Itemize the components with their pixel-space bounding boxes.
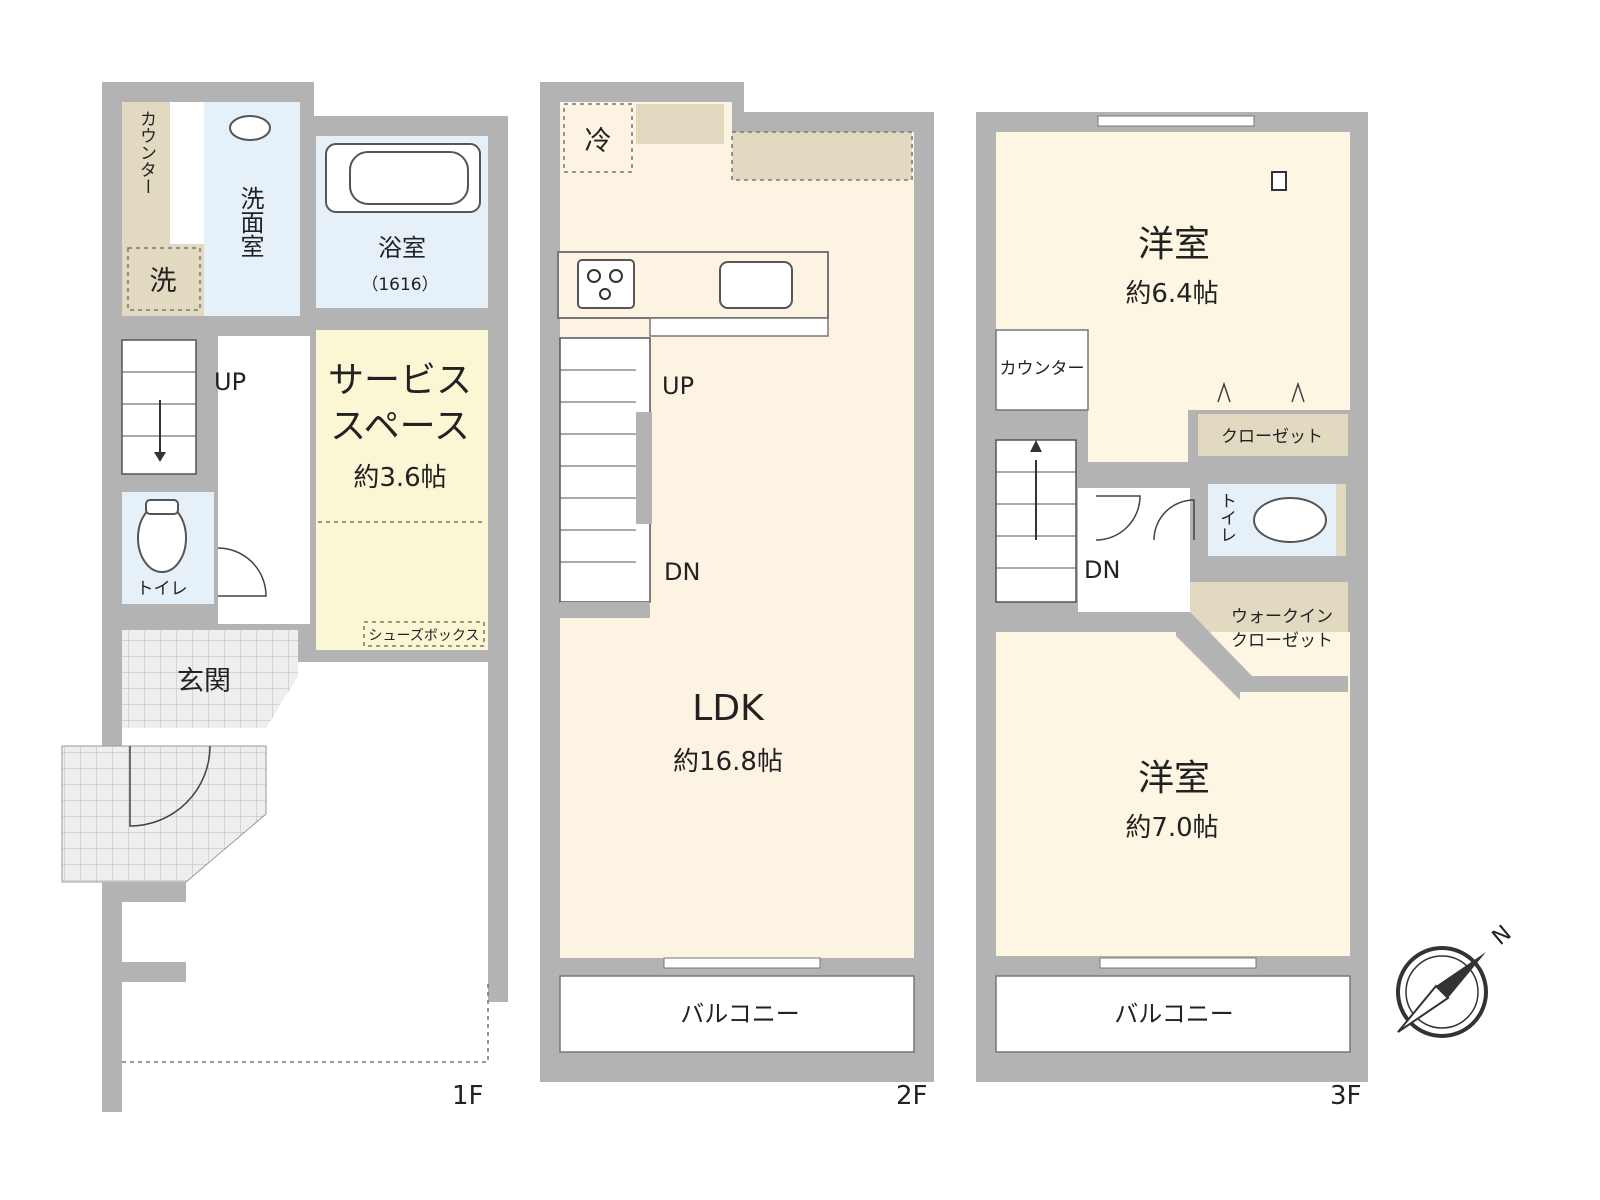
toilet-icon-3f: [1253, 497, 1327, 543]
ldk-label: LDK: [692, 688, 765, 729]
balcony-label-2f: バルコニー: [680, 1000, 800, 1028]
floor-2f: [540, 82, 934, 1082]
hall-1f: [218, 336, 310, 624]
walkin-label-2: クローゼット: [1231, 631, 1333, 651]
service-space: [316, 330, 488, 650]
kitchen-counter-back: [636, 104, 724, 144]
washer-space: [122, 244, 204, 316]
floor-label-3f: 3F: [1330, 1081, 1362, 1111]
bath-label: 浴室: [378, 234, 426, 262]
floor-label-2f: 2F: [896, 1081, 928, 1111]
north-arrow-icon: [1436, 952, 1486, 998]
washroom-label: 洗面室: [236, 186, 264, 258]
dn-label-3f: DN: [1084, 556, 1120, 584]
balcony-2f: [559, 975, 915, 1053]
western2-area-label: 約7.0帖: [1125, 813, 1218, 843]
counter-1f: [122, 102, 170, 244]
compass: N: [1396, 921, 1517, 1038]
floor-1f: [61, 82, 508, 1112]
entrance-label: 玄関: [177, 666, 231, 697]
up-label-2f: UP: [662, 372, 694, 400]
floor-3f: [976, 112, 1368, 1082]
north-label: N: [1488, 921, 1517, 951]
up-label-1f: UP: [214, 368, 246, 396]
compass-ring-icon: [1396, 946, 1488, 1038]
washer-label: 洗: [150, 266, 177, 297]
kitchen-sink-icon: [719, 261, 793, 309]
balcony-3f: [995, 975, 1351, 1053]
labels-3f: 洋室 約6.4帖 カウンター クローゼット トイレ DN ウォークイン クローゼ…: [1000, 224, 1362, 1111]
dn-label-2f: DN: [664, 558, 700, 586]
toilet-label-1f: トイレ: [137, 579, 188, 599]
hall-3f: [1078, 488, 1190, 612]
counter-3f: [995, 329, 1089, 411]
counter-label-1f: カウンター: [136, 110, 156, 195]
western1-area-label: 約6.4帖: [1125, 279, 1218, 309]
closet-3f: [1198, 414, 1348, 456]
labels-1f: カウンター 洗面室 洗 浴室 （1616） サービス スペース 約3.6帖 シュ…: [136, 110, 484, 1111]
western2-label: 洋室: [1138, 758, 1210, 799]
stove-icon: [577, 259, 635, 309]
fridge-space: [563, 103, 633, 173]
labels-2f: 冷 LDK 約16.8帖 UP DN バルコニー 2F: [585, 126, 928, 1111]
sink-icon: [229, 115, 271, 141]
space-label: スペース: [330, 406, 470, 447]
shoebox-label: シューズボックス: [369, 628, 480, 644]
walkin-label-1: ウォークイン: [1231, 607, 1333, 627]
floor-label-1f: 1F: [452, 1081, 484, 1111]
bath-size-label: （1616）: [361, 275, 438, 295]
counter-label-3f: カウンター: [1000, 359, 1085, 379]
western1-label: 洋室: [1138, 224, 1210, 265]
closet-label: クローゼット: [1221, 427, 1323, 447]
service-area-label: 約3.6帖: [353, 463, 446, 493]
stairs-2f: [559, 337, 651, 603]
service-label: サービス: [328, 360, 472, 401]
balcony-label-3f: バルコニー: [1114, 1000, 1234, 1028]
ldk-area-label: 約16.8帖: [673, 747, 783, 777]
fridge-label: 冷: [585, 126, 612, 157]
toilet-label-3f: トイレ: [1216, 492, 1236, 543]
